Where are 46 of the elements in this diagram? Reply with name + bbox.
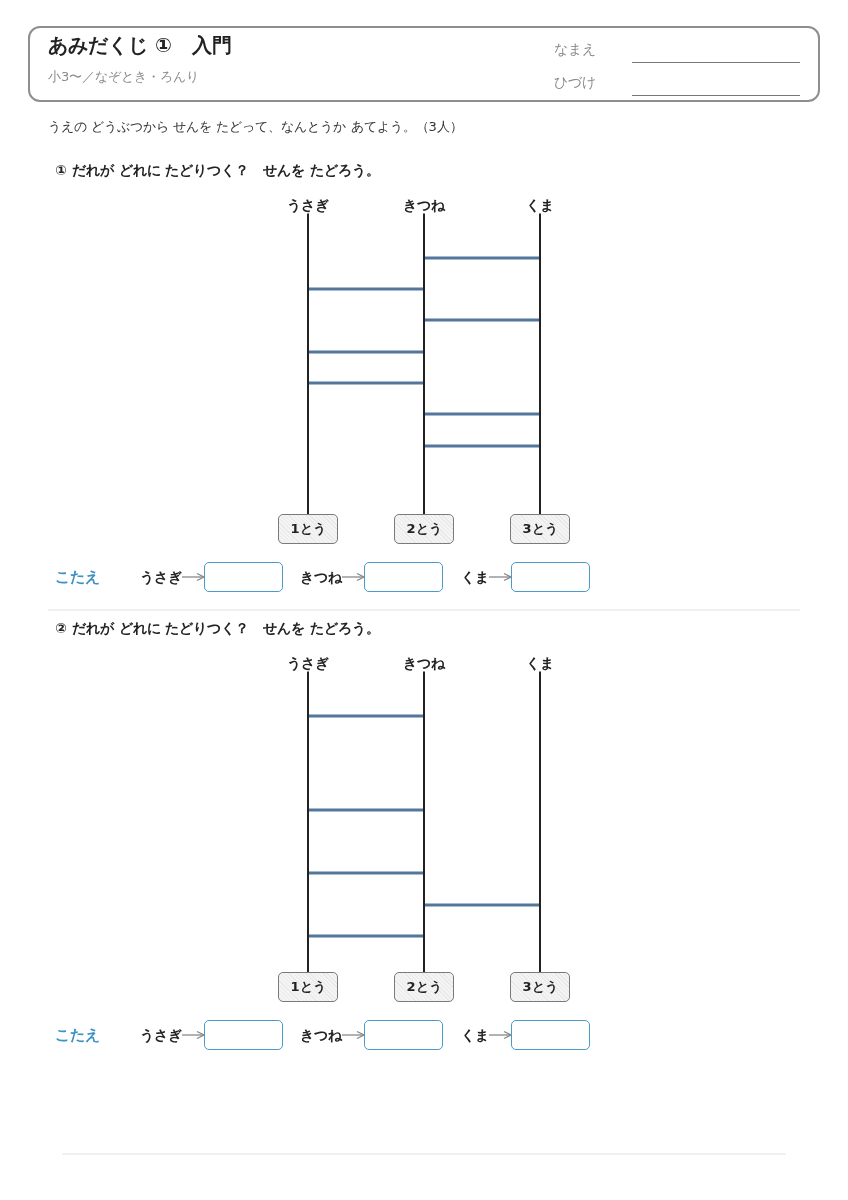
arrow <box>181 1030 205 1040</box>
goal-box: 3とう <box>510 514 570 544</box>
ladder-line <box>307 212 309 515</box>
worksheet-subtitle: 小3〜／なぞとき・ろんり <box>48 69 200 85</box>
answer-box <box>511 562 590 592</box>
goal-box: 3とう <box>510 972 570 1002</box>
question-heading: ② だれが どれに たどりつく？ せんを たどろう。 <box>55 619 381 637</box>
answer-heading: こたえ <box>55 1026 100 1044</box>
animal-name: うさぎ <box>287 196 329 214</box>
answer-box <box>364 562 443 592</box>
goal-box: 1とう <box>278 972 338 1002</box>
answer-box <box>204 562 283 592</box>
arrow <box>488 1030 512 1040</box>
animal-name: うさぎ <box>140 1026 182 1044</box>
ladder-line <box>539 670 541 973</box>
arrow <box>181 572 205 582</box>
animal-name: うさぎ <box>140 568 182 586</box>
animal-name: くま <box>461 1026 489 1044</box>
animal-name: きつね <box>403 196 445 214</box>
arrow <box>341 572 365 582</box>
arrow <box>341 1030 365 1040</box>
goal-box: 1とう <box>278 514 338 544</box>
animal-name: きつね <box>403 654 445 672</box>
animal-name: きつね <box>300 568 342 586</box>
answer-box <box>204 1020 283 1050</box>
ladder-line <box>423 212 425 515</box>
header-panel <box>28 26 820 102</box>
arrow <box>488 572 512 582</box>
answer-box <box>364 1020 443 1050</box>
instruction-text: うえの どうぶつから せんを たどって、なんとうか あてよう。（3人） <box>48 119 463 135</box>
ladder-line <box>307 670 309 973</box>
ladder-line <box>423 670 425 973</box>
ladder-line <box>539 212 541 515</box>
animal-name: くま <box>526 654 554 672</box>
animal-name: くま <box>461 568 489 586</box>
animal-name: うさぎ <box>287 654 329 672</box>
animal-name: くま <box>526 196 554 214</box>
field-label: なまえ <box>554 41 596 58</box>
animal-name: きつね <box>300 1026 342 1044</box>
question-heading: ① だれが どれに たどりつく？ せんを たどろう。 <box>55 161 381 179</box>
goal-box: 2とう <box>394 972 454 1002</box>
answer-heading: こたえ <box>55 568 100 586</box>
goal-box: 2とう <box>394 514 454 544</box>
worksheet-title: あみだくじ ① 入門 <box>48 33 232 57</box>
field-label: ひづけ <box>554 74 596 91</box>
answer-box <box>511 1020 590 1050</box>
